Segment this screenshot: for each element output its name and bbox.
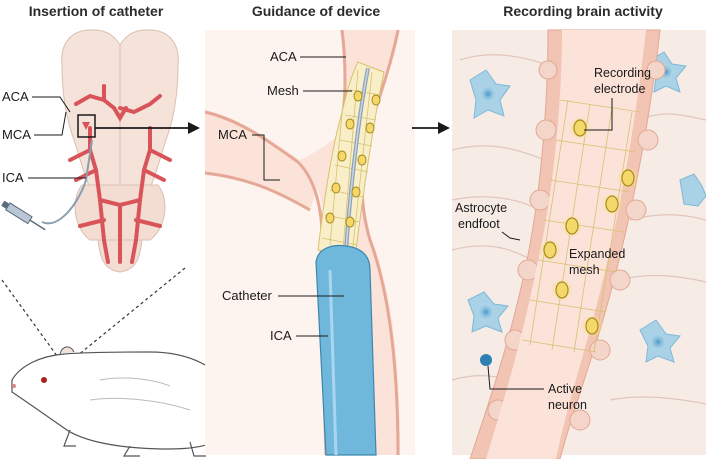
leader-aca-brain [32, 96, 71, 113]
zoom-line-right [71, 267, 186, 361]
label-expanded-2: mesh [569, 263, 600, 277]
label-mca-brain: MCA [2, 127, 31, 142]
leader-recording [584, 98, 613, 131]
label-astrocyte-1: Astrocyte [455, 201, 507, 215]
leader-mca-brain [34, 111, 67, 136]
brain-illustration [41, 29, 179, 273]
recording-panel [451, 29, 706, 459]
recording-electrode [573, 119, 587, 137]
label-aca-guidance: ACA [270, 49, 297, 64]
label-catheter: Catheter [222, 288, 273, 303]
label-recording-2: electrode [594, 82, 645, 96]
syringe-icon [1, 200, 46, 231]
arrow-right-icon [95, 122, 200, 134]
label-neuron-2: neuron [548, 398, 587, 412]
label-aca-brain: ACA [2, 89, 29, 104]
label-recording-1: Recording [594, 66, 651, 80]
zoom-line-left [1, 279, 61, 361]
panel-title-guidance: Guidance of device [252, 3, 381, 19]
arrow-right-icon [412, 122, 450, 134]
target-box [77, 114, 96, 138]
label-mca-guidance: MCA [218, 127, 247, 142]
label-ica-guidance: ICA [270, 328, 292, 343]
label-expanded-1: Expanded [569, 247, 625, 261]
leader-mca-guidance [252, 134, 280, 181]
panel-title-insertion: Insertion of catheter [29, 3, 164, 19]
leader-neuron [487, 365, 544, 390]
guidance-panel [204, 29, 415, 456]
label-astrocyte-2: endfoot [458, 217, 500, 231]
label-neuron-1: Active [548, 382, 582, 396]
label-ica-brain: ICA [2, 170, 24, 185]
active-neuron-dot [480, 354, 492, 366]
label-mesh: Mesh [267, 83, 299, 98]
leader-astrocyte [501, 231, 521, 241]
panel-title-recording: Recording brain activity [503, 3, 663, 19]
